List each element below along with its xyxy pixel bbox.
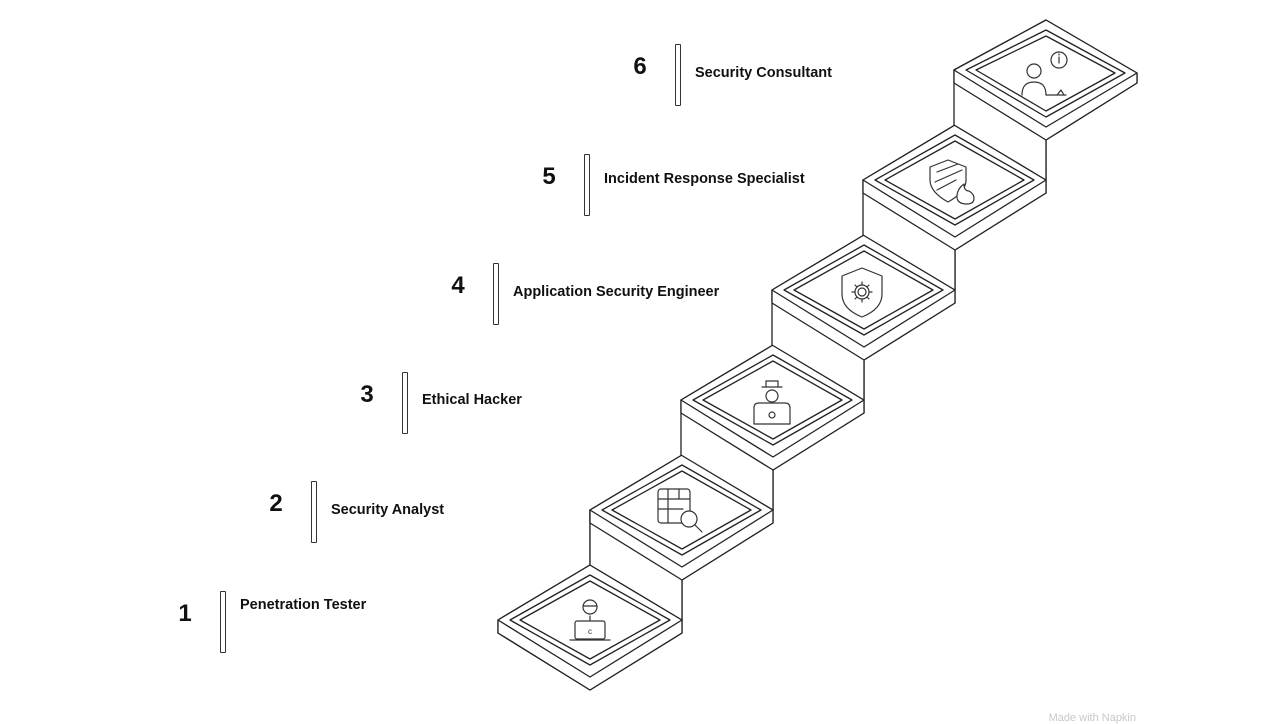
step-6-block	[953, 19, 1138, 181]
hacker-laptop-icon: c	[569, 599, 611, 641]
step-number: 5	[542, 163, 556, 190]
step-number: 6	[633, 53, 647, 80]
grid-magnifier-icon	[657, 488, 703, 533]
step-title: Incident Response Specialist	[604, 171, 805, 187]
step-number: 2	[269, 490, 283, 517]
step-divider	[311, 481, 317, 543]
step-title: Security Analyst	[331, 502, 445, 518]
step-divider	[402, 372, 408, 434]
step-divider	[493, 263, 499, 325]
step-title: Ethical Hacker	[422, 392, 522, 408]
step-title: Application Security Engineer	[513, 284, 720, 300]
step-number: 3	[360, 381, 374, 408]
step-1-block	[497, 564, 683, 691]
shield-fire-icon	[929, 159, 975, 205]
step-divider	[584, 154, 590, 216]
step-number: 1	[178, 600, 192, 627]
step-divider	[675, 44, 681, 106]
step-title: Security Consultant	[695, 65, 832, 81]
shield-gear-icon	[841, 267, 883, 318]
consultant-info-icon	[1021, 51, 1068, 96]
step-title: Penetration Tester	[240, 597, 367, 613]
hat-laptop-icon	[753, 380, 791, 425]
svg-text:c: c	[588, 627, 592, 636]
made-with-footer: Made with Napkin	[1048, 712, 1136, 724]
step-divider	[220, 591, 226, 653]
step-number: 4	[451, 272, 465, 299]
